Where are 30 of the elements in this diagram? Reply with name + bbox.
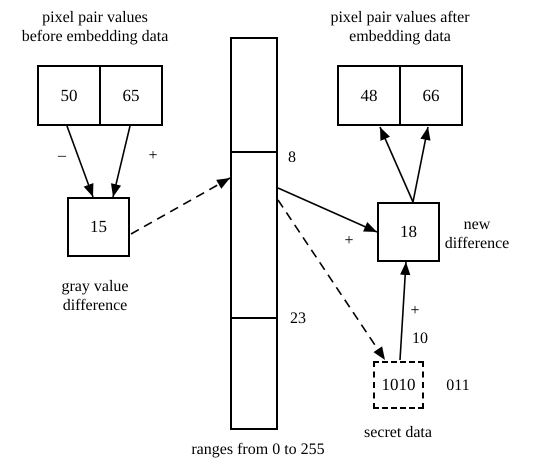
node-caption: ranges from 0 to 255 xyxy=(190,440,326,459)
text-label: pixel pair values after embedding data xyxy=(329,8,471,46)
value-box: 48 xyxy=(337,65,401,126)
node-caption: 23 xyxy=(289,309,307,328)
edge-label: + xyxy=(343,231,355,250)
edge-label: + xyxy=(409,301,421,320)
node-caption: 8 xyxy=(287,148,297,167)
arrow xyxy=(379,126,414,202)
dashed-arrow xyxy=(277,200,386,360)
value-box: 50 xyxy=(37,65,101,126)
dashed-arrow xyxy=(130,177,230,235)
value-box: 66 xyxy=(399,65,463,126)
value-box: 15 xyxy=(67,197,130,257)
arrow xyxy=(412,126,431,202)
range-bar xyxy=(230,37,278,430)
text-label: 10 xyxy=(411,329,429,348)
value-box: 65 xyxy=(99,65,163,126)
arrow xyxy=(66,126,94,198)
arrow xyxy=(110,126,131,198)
edge-label: – xyxy=(56,146,68,165)
value-box: 18 xyxy=(377,202,440,262)
node-caption: new difference xyxy=(444,215,510,253)
text-label: 011 xyxy=(445,376,471,395)
edge-label: + xyxy=(147,146,159,165)
text-label: pixel pair values before embedding data xyxy=(20,8,170,46)
arrow xyxy=(278,187,378,233)
arrow xyxy=(399,262,410,360)
node-caption: gray value difference xyxy=(60,277,130,315)
node-caption: secret data xyxy=(363,423,433,442)
secret-data-box: 1010 xyxy=(373,361,424,409)
